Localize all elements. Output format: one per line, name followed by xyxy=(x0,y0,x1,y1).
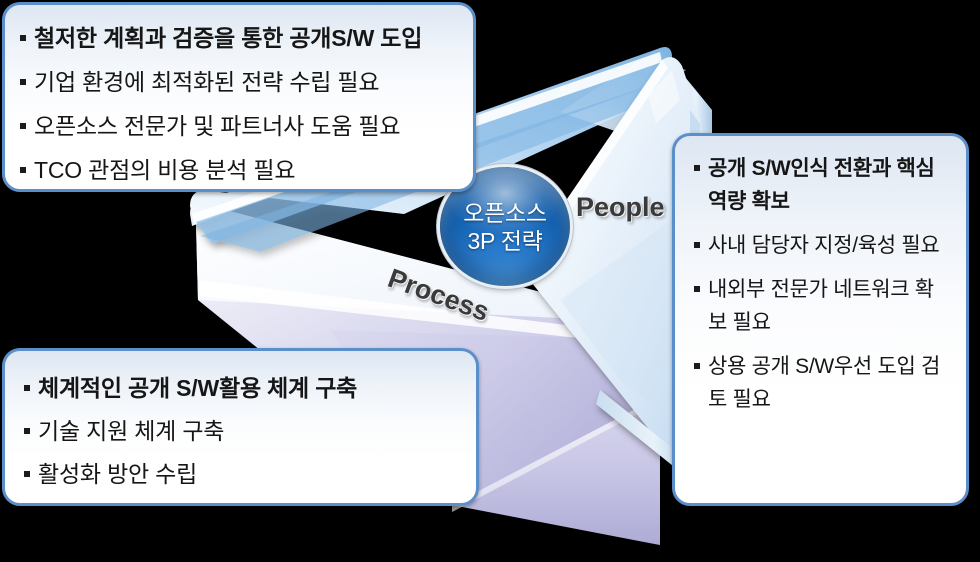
list-item: 내외부 전문가 네트워크 확보 필요 xyxy=(693,273,952,339)
list-item: 활성화 방안 수립 xyxy=(23,453,462,496)
hub-line-1: 오픈소스 xyxy=(463,199,547,226)
callout-panel-people[interactable]: 공개 S/W인식 전환과 핵심 역량 확보 사내 담당자 지정/육성 필요 내외… xyxy=(672,133,969,506)
list-item: 기업 환경에 최적화된 전략 수립 필요 xyxy=(19,60,459,104)
list-item: 기술 지원 체계 구축 xyxy=(23,410,462,453)
callout-panel-pilot[interactable]: 철저한 계획과 검증을 통한 공개S/W 도입 기업 환경에 최적화된 전략 수… xyxy=(2,2,476,192)
list-item: 사내 담당자 지정/육성 필요 xyxy=(693,229,952,262)
list-item: 체계적인 공개 S/W활용 체계 구축 xyxy=(23,367,462,410)
list-item: 철저한 계획과 검증을 통한 공개S/W 도입 xyxy=(19,16,459,60)
apex-highlight xyxy=(648,70,680,124)
list-item: TCO 관점의 비용 분석 필요 xyxy=(19,148,459,192)
list-item: 상용 공개 S/W우선 도입 검토 필요 xyxy=(693,350,952,416)
blade-label-people: People xyxy=(576,192,665,222)
center-hub-text: 오픈소스 3P 전략 xyxy=(463,199,547,255)
process-bullet-list: 체계적인 공개 S/W활용 체계 구축 기술 지원 체계 구축 활성화 방안 수… xyxy=(23,367,462,496)
hub-line-2: 3P 전략 xyxy=(467,227,543,254)
pilot-bullet-list: 철저한 계획과 검증을 통한 공개S/W 도입 기업 환경에 최적화된 전략 수… xyxy=(19,16,459,192)
callout-panel-process[interactable]: 체계적인 공개 S/W활용 체계 구축 기술 지원 체계 구축 활성화 방안 수… xyxy=(2,348,479,506)
people-bullet-list: 공개 S/W인식 전환과 핵심 역량 확보 사내 담당자 지정/육성 필요 내외… xyxy=(693,152,952,416)
list-item: 오픈소스 전문가 및 파트너사 도움 필요 xyxy=(19,104,459,148)
list-item: 공개 S/W인식 전환과 핵심 역량 확보 xyxy=(693,152,952,218)
